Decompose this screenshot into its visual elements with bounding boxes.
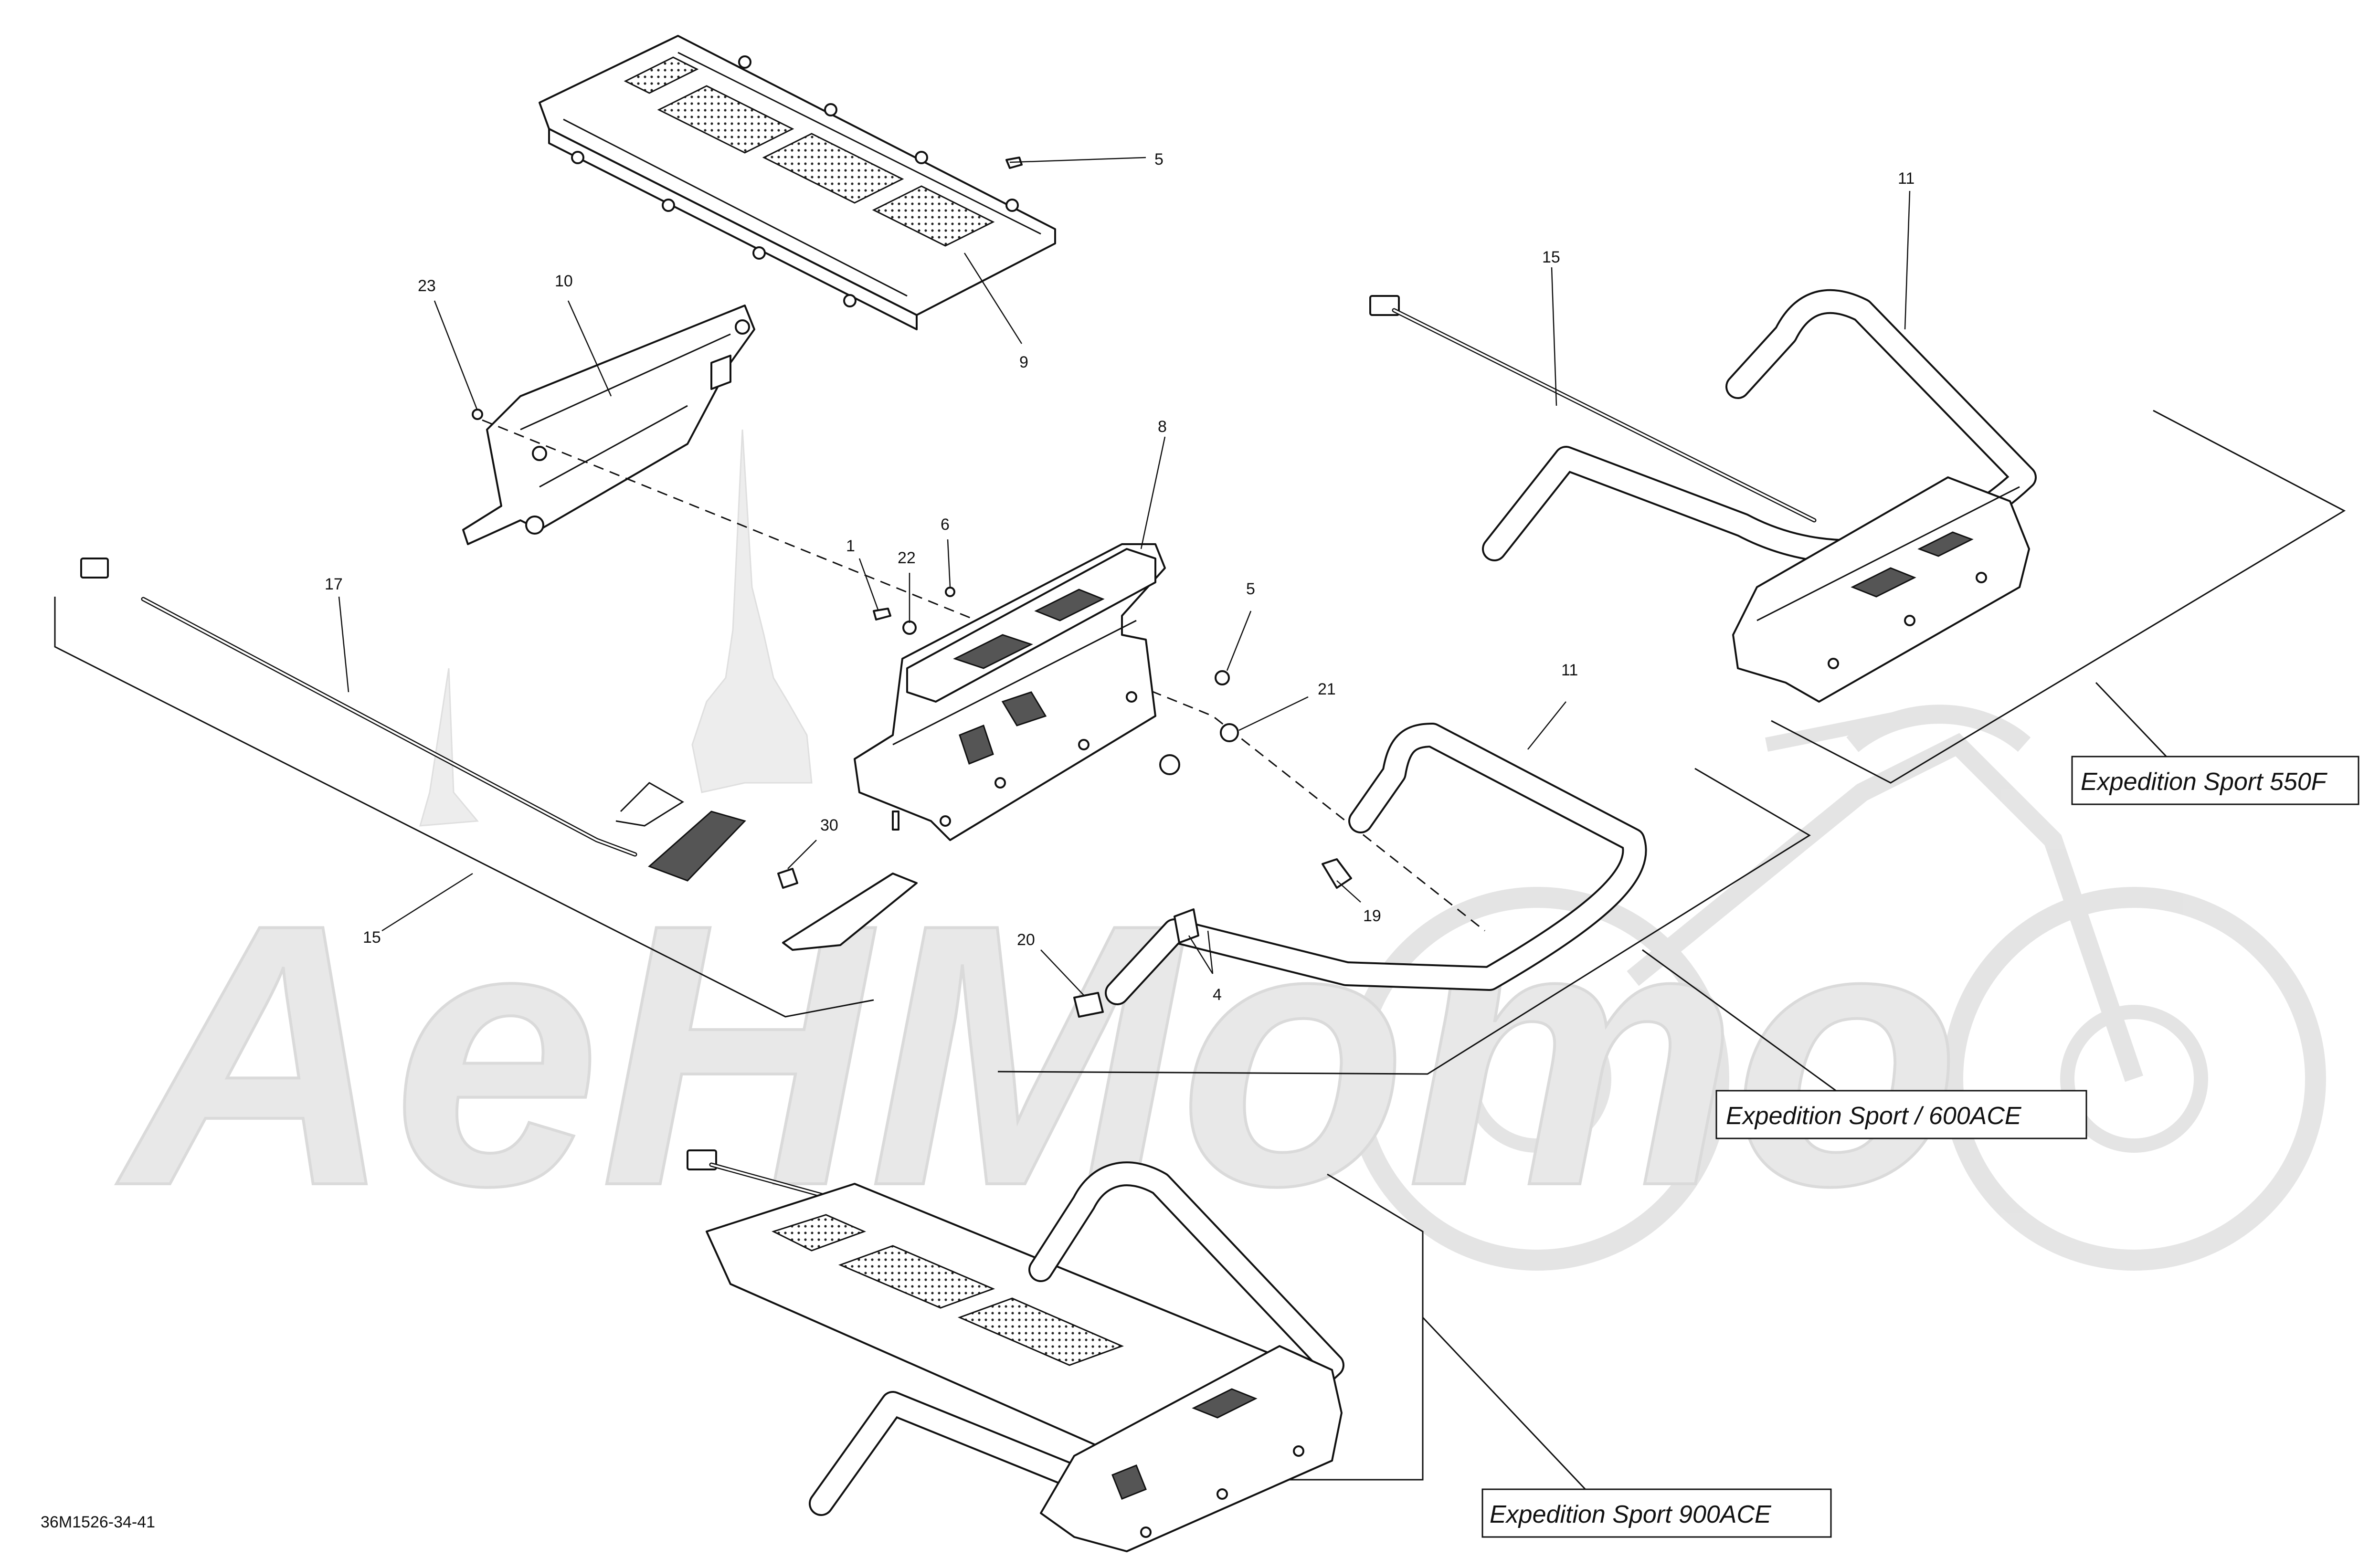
deck-cover-part-9 [539, 35, 1056, 330]
grommet-part-21b [1159, 754, 1180, 775]
callout-5-mid: 5 [1246, 580, 1255, 598]
clip-part-5-top [1005, 157, 1023, 169]
callout-22: 22 [898, 549, 916, 567]
lens-part-30 [648, 811, 918, 951]
callout-21: 21 [1318, 680, 1336, 698]
nut-part-6 [945, 587, 955, 597]
callout-30: 30 [820, 816, 838, 834]
watermark-text: AeHMoто [113, 847, 1961, 1263]
callout-17: 17 [325, 575, 343, 593]
light-housing-part-8 [854, 543, 1166, 841]
bracket-part-19 [1322, 858, 1352, 889]
bracket-part-10 [462, 305, 755, 545]
callout-1: 1 [846, 537, 855, 555]
screw-part-1 [873, 608, 891, 621]
washer-part-22 [902, 621, 917, 635]
callout-15-550f: 15 [1542, 248, 1560, 266]
callout-4: 4 [1213, 986, 1222, 1004]
variant-label-600ace: Expedition Sport / 600ACE [1715, 1090, 2087, 1139]
variant-label-550f: Expedition Sport 550F [2071, 756, 2359, 805]
callout-19: 19 [1363, 907, 1381, 925]
handle-loop-part-11-middle [1105, 723, 1647, 1005]
variant-label-900ace: Expedition Sport 900ACE [1481, 1488, 1832, 1538]
variant-label-900ace-text: Expedition Sport 900ACE [1490, 1501, 1772, 1528]
leader-lines [338, 157, 1911, 996]
watermark: AeHMoто [111, 429, 2326, 1271]
screw-small [892, 811, 899, 831]
bolt-part-4 [1174, 908, 1199, 944]
connector-900ace [687, 1149, 717, 1170]
connector-17 [80, 558, 109, 579]
callout-11-middle: 11 [1561, 661, 1578, 679]
document-number: 36M1526-34-41 [41, 1513, 155, 1531]
nut-part-20 [1073, 992, 1104, 1018]
callout-5-top: 5 [1154, 150, 1164, 168]
connector-15-550f [1369, 295, 1400, 316]
callout-23: 23 [418, 277, 436, 295]
callout-6: 6 [941, 516, 950, 534]
callout-8: 8 [1158, 418, 1167, 436]
alignment-line [482, 419, 1485, 932]
variant-bracket-lines [54, 410, 2346, 1495]
screw-part-23 [472, 409, 483, 420]
variant-label-550f-text: Expedition Sport 550F [2081, 768, 2328, 796]
callout-10: 10 [555, 272, 573, 290]
callout-11-550f: 11 [1898, 169, 1915, 188]
callout-20: 20 [1017, 931, 1035, 949]
callout-labels: 5 9 10 23 1 22 6 8 5 21 17 15 30 11 19 4… [325, 150, 1915, 1004]
callout-9: 9 [1019, 353, 1028, 371]
assembly-550f [1369, 289, 2037, 703]
clip-part-5-mid [1215, 670, 1230, 685]
assembly-900ace [687, 1149, 1344, 1552]
variant-label-600ace-text: Expedition Sport / 600ACE [1726, 1102, 2022, 1130]
grommet-part-21 [1220, 723, 1239, 742]
callout-15-left: 15 [363, 928, 381, 947]
